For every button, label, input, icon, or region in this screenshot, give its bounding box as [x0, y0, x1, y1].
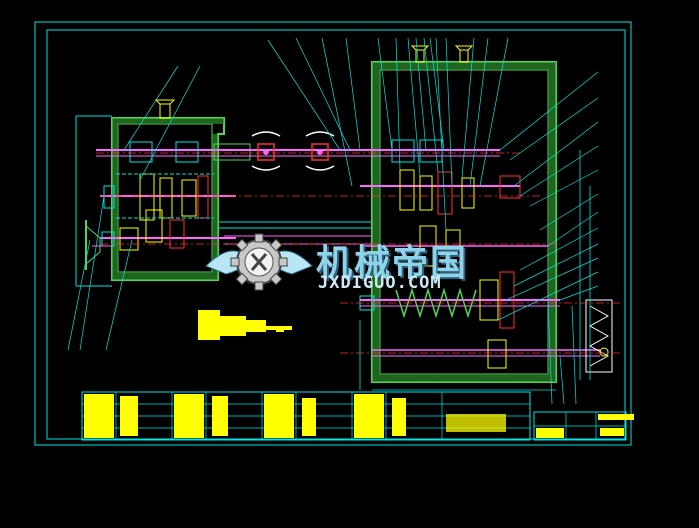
right-gear-train	[340, 139, 613, 373]
watermark-subtitle: JXDIGUO.COM	[318, 273, 442, 293]
dimension-lines	[359, 150, 591, 391]
outer-frame	[34, 21, 632, 446]
centerlines	[96, 152, 620, 354]
claw-coupling-left	[251, 131, 281, 171]
watermark-title: 机械帝国	[316, 243, 469, 284]
parts-list-table	[81, 391, 531, 441]
right-oil-caps	[410, 45, 474, 63]
right-main-housing	[371, 61, 557, 383]
claw-coupling-right	[305, 131, 335, 171]
left-gearbox	[75, 115, 225, 287]
technical-notes-block	[198, 310, 292, 340]
leader-lines-right	[497, 71, 599, 321]
gear-logo-icon	[230, 233, 288, 291]
inner-frame	[46, 29, 626, 440]
leader-lines-bottom	[547, 299, 577, 405]
title-block	[533, 411, 634, 441]
leader-lines-top	[267, 37, 509, 231]
leader-lines-left	[67, 65, 201, 351]
left-oil-cap	[154, 99, 176, 119]
